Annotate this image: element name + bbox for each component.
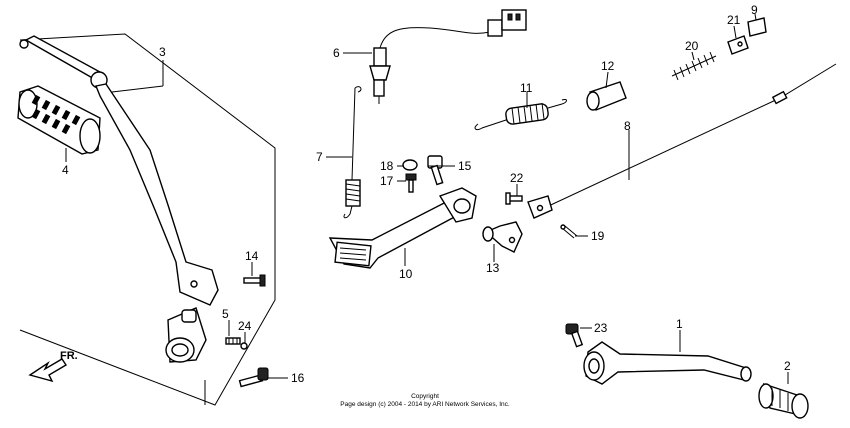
cotter-pin-19[interactable]	[560, 224, 578, 239]
washer-18[interactable]	[402, 159, 418, 171]
gearshift-rubber-2[interactable]	[758, 382, 809, 419]
callout-labels: 3 4 6 7 8 9 10 11 12 13 14 15 16 17 18 1…	[62, 3, 791, 385]
group-boundary	[19, 33, 276, 406]
callout-17: 17	[380, 174, 394, 188]
nut-9[interactable]	[747, 17, 767, 37]
callout-16: 16	[291, 371, 305, 385]
callout-5: 5	[222, 307, 229, 321]
copyright-line-2: Page design (c) 2004 - 2014 by ARI Netwo…	[340, 401, 510, 408]
callout-20: 20	[685, 39, 699, 53]
copyright-line-1: Copyright	[411, 393, 439, 400]
brake-arm-13[interactable]	[482, 221, 523, 253]
brake-pedal-10[interactable]	[328, 187, 477, 269]
callout-24: 24	[238, 319, 252, 333]
bolt-23[interactable]	[565, 323, 584, 348]
spring-5[interactable]	[225, 337, 241, 345]
front-direction-arrow: FR.	[28, 350, 78, 383]
kick-rubber-grip[interactable]	[17, 85, 101, 155]
bolt-17[interactable]	[405, 173, 417, 193]
stop-switch-assembly[interactable]	[369, 9, 527, 104]
kickstart-assembly: FR.	[17, 33, 276, 406]
callout-14: 14	[245, 249, 259, 263]
callout-4: 4	[62, 163, 69, 177]
spring-20[interactable]	[671, 51, 717, 81]
kick-boss[interactable]	[165, 307, 207, 363]
pin-22[interactable]	[505, 192, 523, 205]
callout-9: 9	[751, 3, 758, 17]
spring-11[interactable]	[474, 99, 567, 131]
callout-3: 3	[159, 45, 166, 59]
copyright-notice: Copyright Page design (c) 2004 - 2014 by…	[340, 393, 510, 408]
callout-8: 8	[624, 119, 631, 133]
gearshift-pedal-1[interactable]	[583, 341, 752, 385]
bolt-14[interactable]	[243, 274, 266, 287]
callout-6: 6	[333, 46, 340, 60]
callout-2: 2	[784, 359, 791, 373]
ball-24[interactable]	[240, 342, 248, 350]
front-direction-label: FR.	[60, 350, 78, 362]
callout-21: 21	[727, 13, 741, 27]
callout-13: 13	[486, 261, 500, 275]
brake-rod-8[interactable]	[527, 63, 837, 219]
bolt-16[interactable]	[238, 367, 269, 388]
callout-15: 15	[458, 159, 472, 173]
callout-23: 23	[594, 321, 608, 335]
return-spring-7[interactable]	[343, 86, 362, 219]
callout-11: 11	[520, 81, 533, 95]
callout-19: 19	[591, 229, 605, 243]
callout-1: 1	[676, 317, 683, 331]
kick-lever[interactable]	[19, 35, 219, 306]
callout-12: 12	[601, 59, 615, 73]
callout-22: 22	[510, 171, 524, 185]
collar-12[interactable]	[586, 81, 627, 111]
callout-7: 7	[316, 150, 323, 164]
callout-18: 18	[380, 159, 394, 173]
nut-21[interactable]	[727, 35, 749, 55]
bolt-15[interactable]	[427, 155, 444, 186]
leader-lines	[65, 13, 789, 384]
callout-10: 10	[399, 267, 413, 281]
